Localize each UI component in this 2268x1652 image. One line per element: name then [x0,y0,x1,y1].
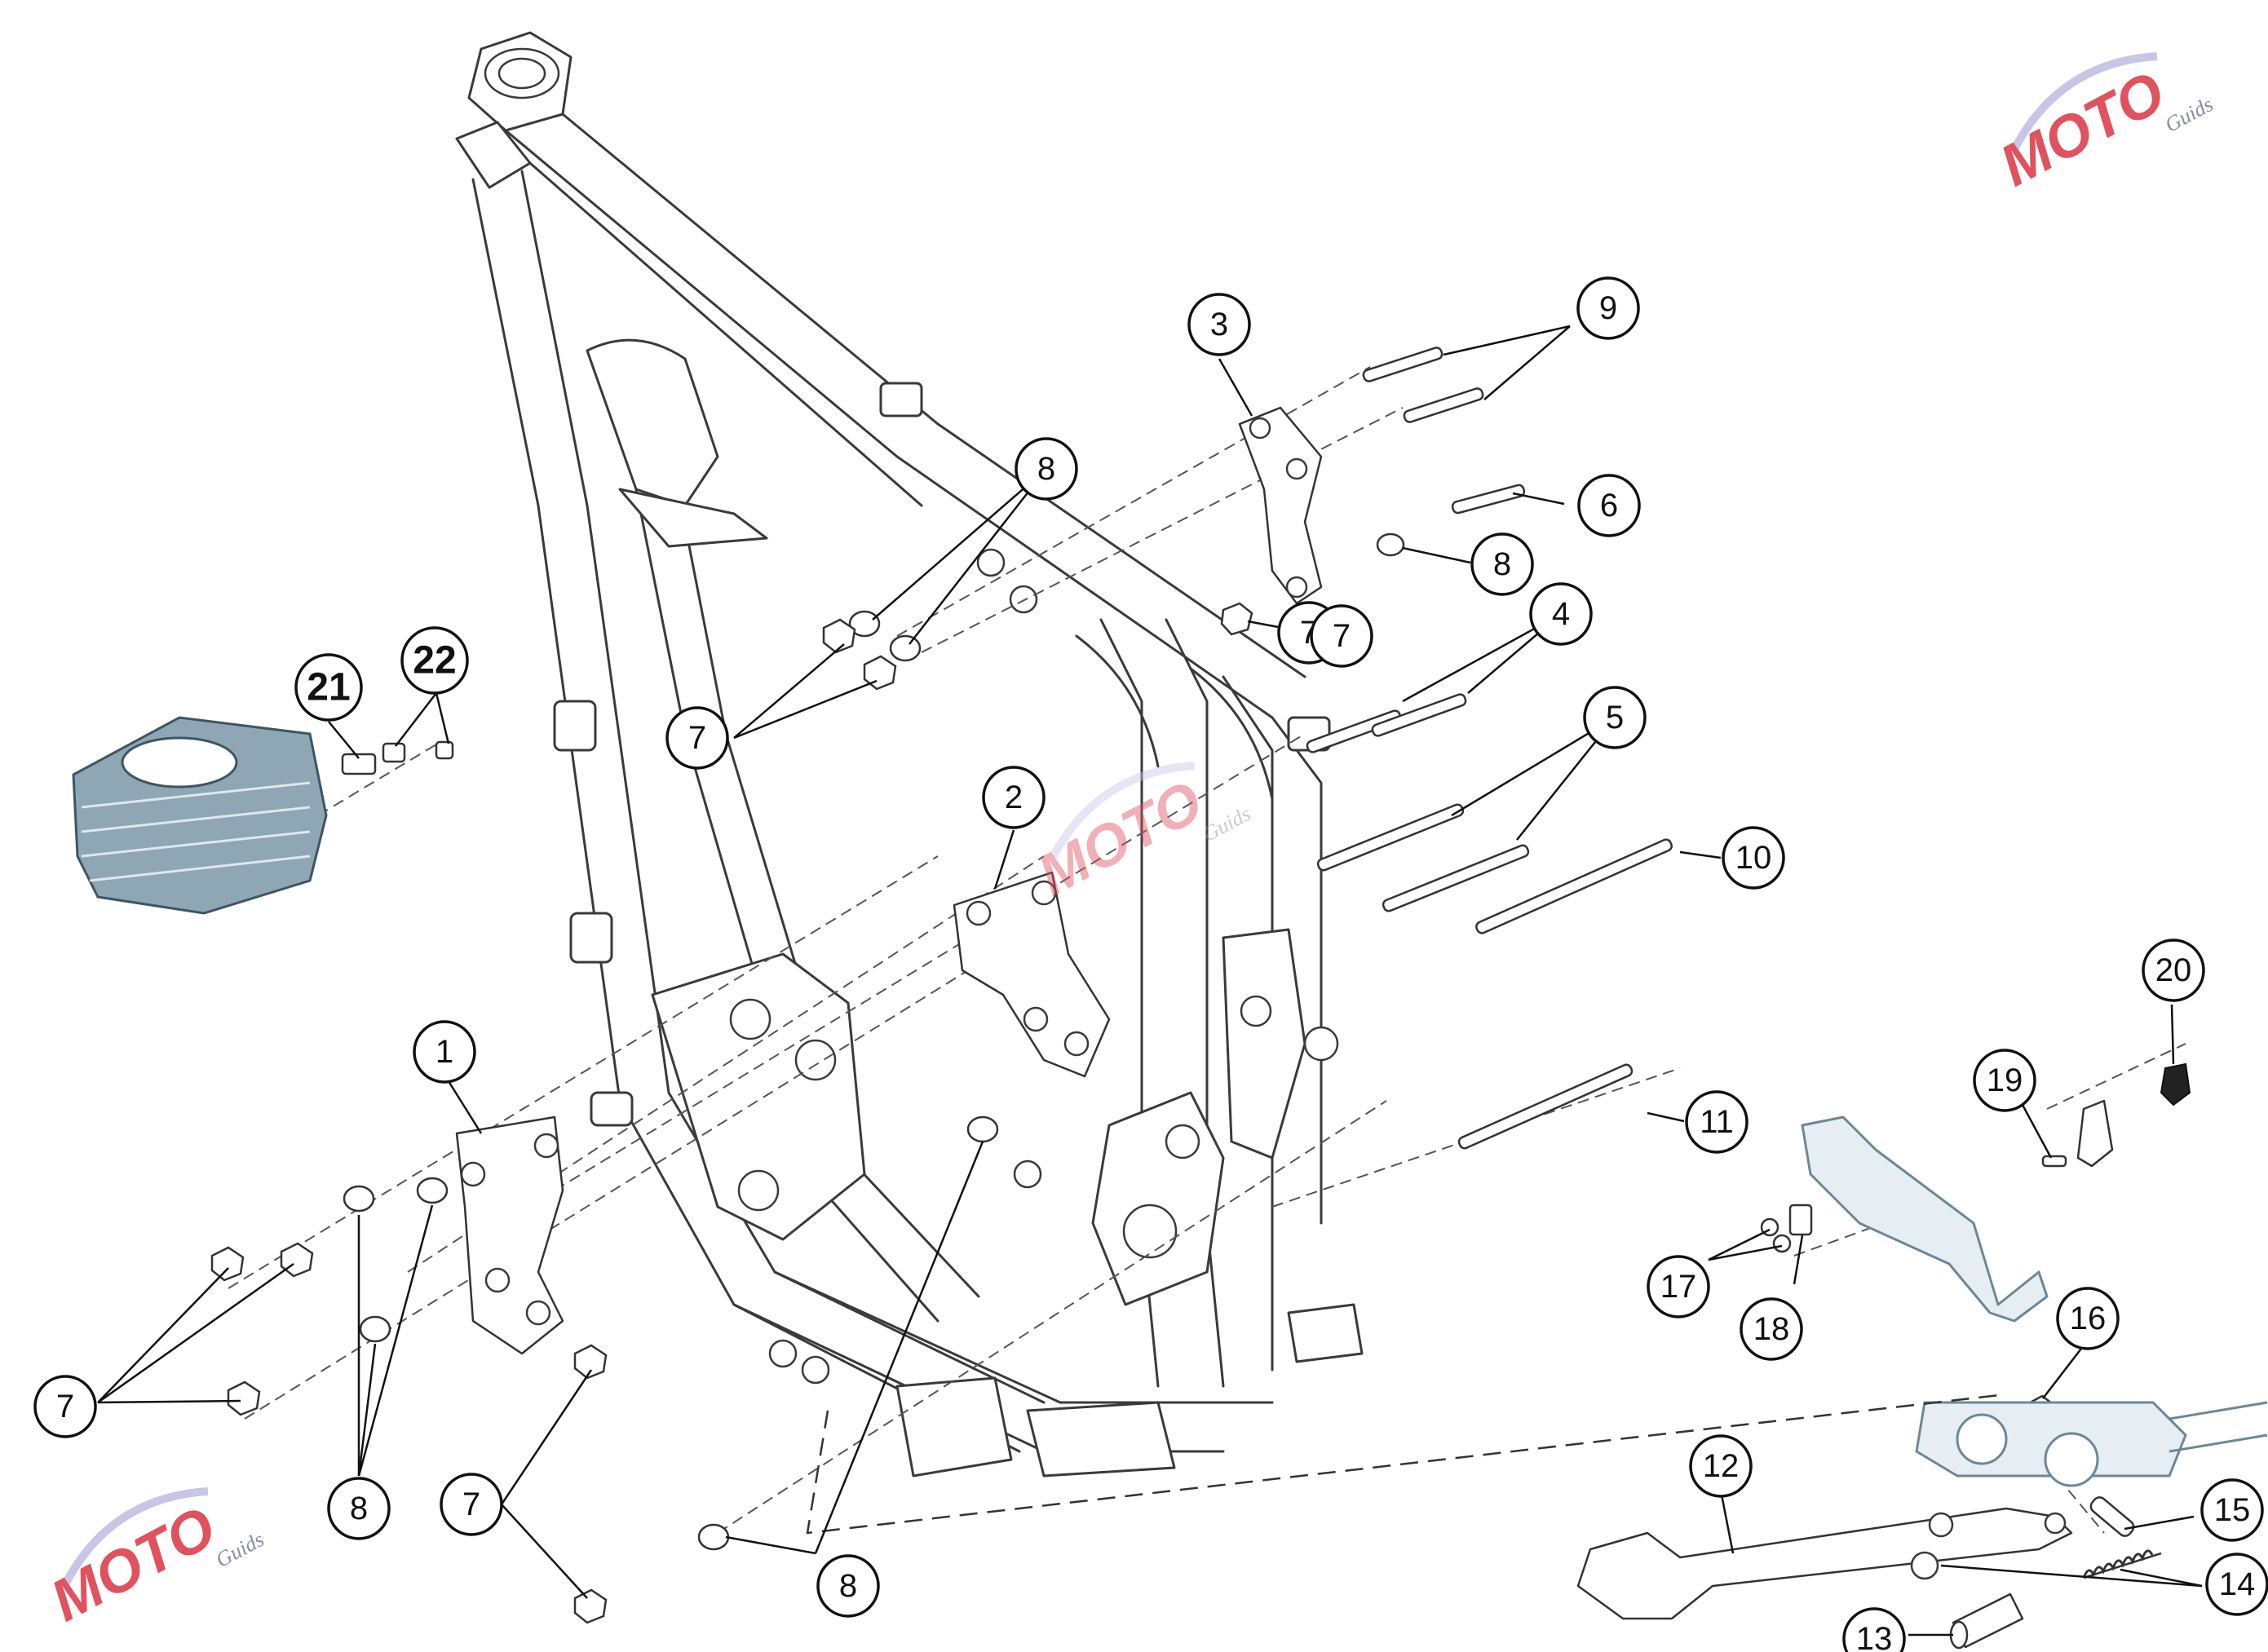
callout-circle-13 [1842,1607,1906,1652]
callout-circle-8 [1015,437,1078,501]
callout-circle-10 [1722,826,1785,890]
callout-circle-16 [2056,1287,2120,1350]
callout-label-12: 12 [1703,1448,1740,1484]
footrest-assembly [1760,1115,2049,1323]
callout-circle-7 [665,706,729,770]
callout-circle-7 [440,1473,503,1536]
side-stand-assembly [806,1393,2268,1650]
callout-label-8: 8 [839,1568,857,1604]
callout-circle-15 [2200,1478,2264,1542]
side-stand-switch [2041,1062,2191,1168]
callout-circle-7 [33,1375,97,1438]
watermark-top-right: MOTO Guids [1990,52,2217,199]
engine-mount-plate-3 [1238,406,1323,605]
callout-label-7: 7 [56,1389,74,1425]
callout-label-10: 10 [1735,840,1772,876]
callout-circle-17 [1647,1255,1710,1319]
callout-label-14: 14 [2219,1566,2256,1602]
engine-mount-plate-2 [953,871,1111,1078]
callout-label-20: 20 [2155,952,2192,988]
callout-circle-20 [2142,939,2205,1002]
callout-circle-6 [1577,474,1641,537]
callout-circle-8 [327,1477,391,1540]
callout-label-7: 7 [688,720,706,756]
callout-circle-22 [400,626,469,695]
engine-mount-plate-1 [455,1115,564,1355]
callout-label-19: 19 [1987,1062,2023,1098]
callout-circle-19 [1973,1049,2036,1112]
callout-label-7: 7 [462,1486,480,1522]
callout-circle-8 [816,1554,880,1618]
callout-circle-14 [2205,1553,2268,1616]
callout-label-13: 13 [1856,1621,1893,1652]
callout-label-4: 4 [1552,596,1570,632]
watermark-bottom-left: MOTO Guids [41,1487,267,1634]
watermark-center: MOTO Guids [1028,762,1254,908]
callout-label-17: 17 [1660,1269,1697,1305]
callout-label-8: 8 [1493,546,1511,582]
callout-circle-3 [1187,293,1251,356]
callout-circle-11 [1685,1090,1749,1154]
callout-circle-1 [413,1020,476,1084]
callout-circle-8 [1470,532,1534,596]
callout-circle-18 [1740,1297,1803,1361]
callout-label-22: 22 [413,639,456,682]
callout-label-15: 15 [2214,1492,2251,1528]
leader-lines [97,325,2203,1637]
callout-label-8: 8 [350,1491,368,1526]
callout-circle-21 [294,653,363,722]
callout-label-9: 9 [1599,290,1617,326]
watermark-sub: Guids [212,1527,267,1572]
motorcycle-frame [455,31,1364,1478]
callout-label-8: 8 [1037,451,1055,487]
callout-label-6: 6 [1600,488,1618,523]
callout-circle-7 [1310,604,1373,668]
callout-label-1: 1 [435,1034,453,1070]
callout-label-11: 11 [1700,1104,1734,1140]
engine-cylinder [72,716,454,915]
callout-circle-4 [1529,582,1593,646]
callout-label-7: 7 [1333,618,1351,654]
callout-label-18: 18 [1753,1311,1790,1347]
callout-label-3: 3 [1210,307,1228,342]
callout-label-16: 16 [2070,1301,2107,1336]
callout-circle-9 [1576,276,1640,340]
watermark-sub: Guids [2161,92,2217,137]
callout-label-21: 21 [307,666,350,709]
callout-circle-2 [982,766,1046,829]
callout-circle-5 [1583,686,1647,749]
callout-label-5: 5 [1606,700,1624,735]
callout-label-2: 2 [1005,780,1023,815]
callout-circle-12 [1689,1434,1753,1498]
